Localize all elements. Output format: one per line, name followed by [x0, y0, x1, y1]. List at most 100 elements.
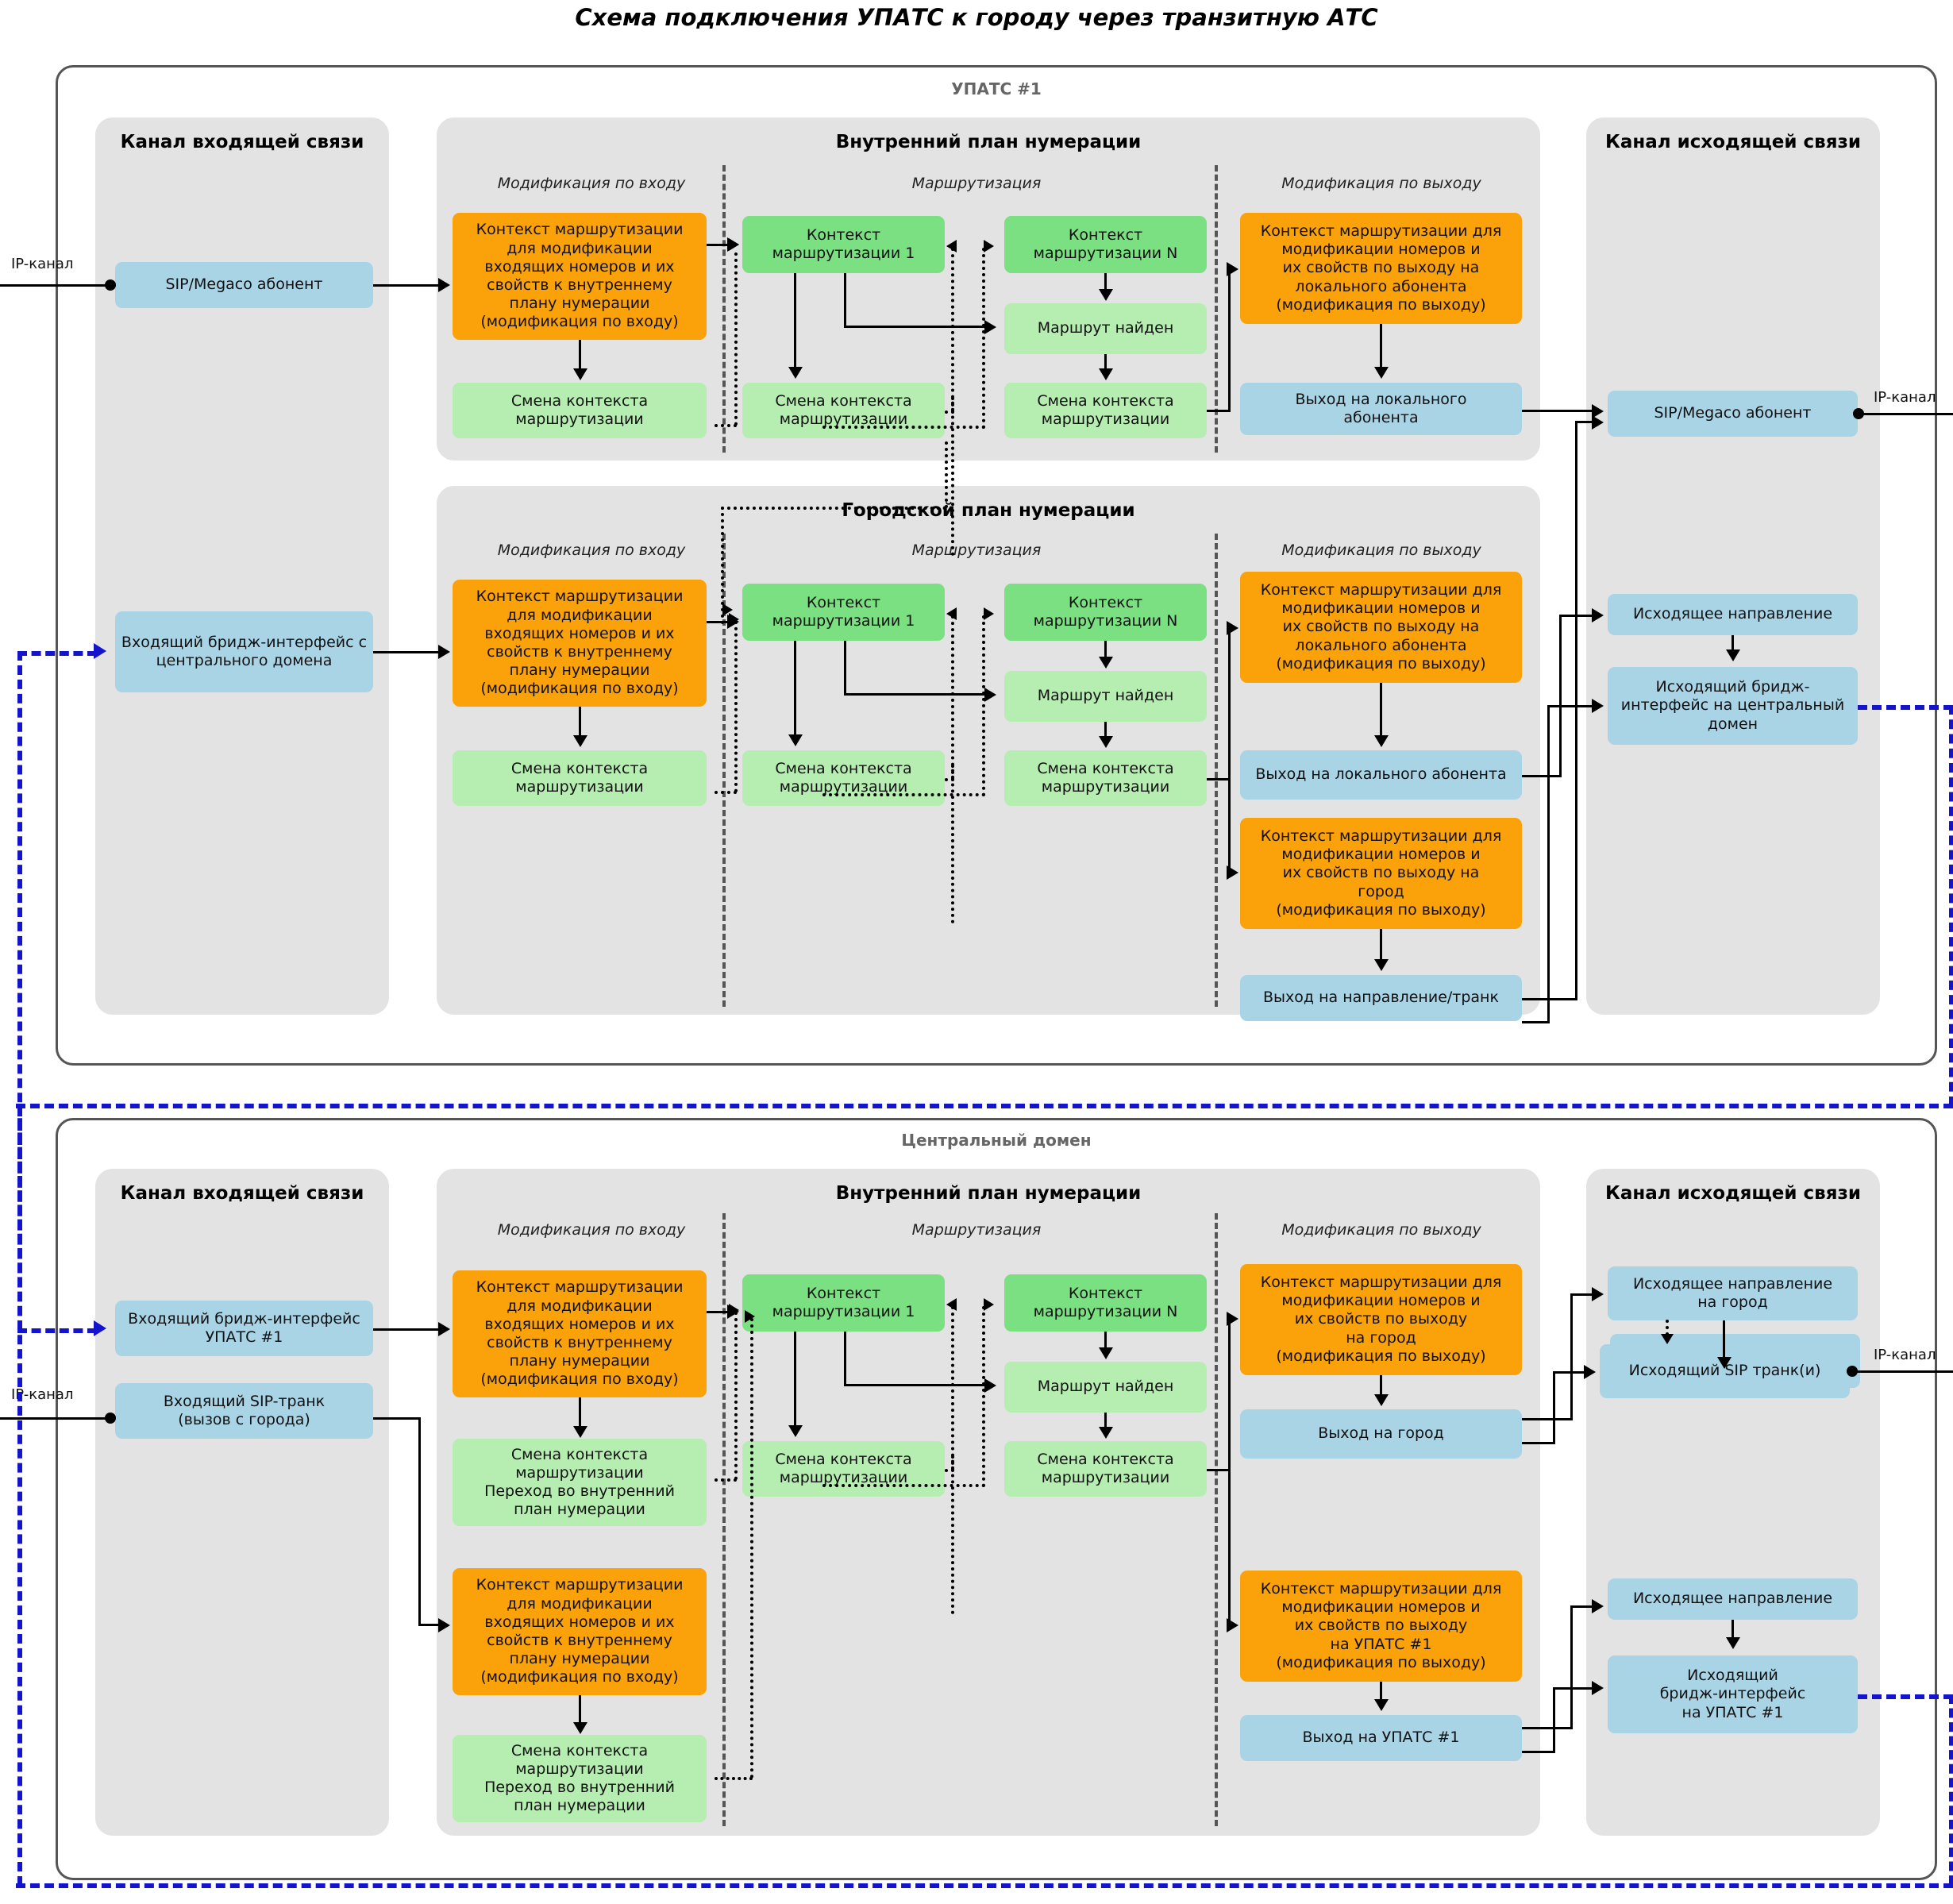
dotted-outdircity-to-siptrunk-c1 — [1666, 1320, 1669, 1335]
divider-routing-modout-p2 — [1215, 534, 1218, 1007]
line-ip-in-top — [0, 284, 111, 287]
ip-label-out-bottom: IP-канал — [1874, 1347, 1936, 1363]
line-exittrunk-p2-v — [1575, 421, 1577, 1000]
node-ctx-mod-out-upats1-c1[interactable]: Контекст маршрутизации для модификации н… — [1240, 1571, 1522, 1682]
line-smenan-to-modout-h-p1 — [1207, 410, 1231, 412]
node-ctx-mod-in-b-c1[interactable]: Контекст маршрутизации для модификации в… — [453, 1568, 707, 1695]
node-ctx-n-p2[interactable]: Контекст маршрутизации N — [1004, 584, 1207, 641]
arrow-exitcity-to-outdircity-c1 — [1592, 1287, 1604, 1301]
node-ctx-mod-out-city-c1[interactable]: Контекст маршрутизации для модификации н… — [1240, 1264, 1522, 1375]
line-smenan-to-modoutcity-v-p2 — [1228, 778, 1231, 872]
dotted-smena1-right2-p2 — [822, 793, 985, 796]
domain-title-central: Центральный домен — [901, 1131, 1092, 1150]
dotted-smena1-up-p2 — [951, 765, 954, 923]
arrow-dotted-to-ctx1-p2 — [946, 607, 957, 620]
line-ctx1-to-routefound-v-p1 — [844, 273, 846, 326]
line-outdir-to-bridge-c1 — [1732, 1620, 1734, 1639]
line-exitupats-h3-c1 — [1522, 1751, 1555, 1753]
node-outgoing-direction-upats1[interactable]: Исходящее направление — [1608, 594, 1858, 635]
node-ctx-change-routingn-c1[interactable]: Смена контекста маршрутизации — [1004, 1441, 1207, 1497]
node-ctx-mod-in-p1[interactable]: Контекст маршрутизации для модификации в… — [453, 213, 707, 340]
node-ctx-mod-out-local-p2[interactable]: Контекст маршрутизации для модификации н… — [1240, 572, 1522, 683]
line-exitupats-v2-c1 — [1553, 1687, 1555, 1753]
line-routefound-down-p1 — [1104, 354, 1107, 370]
dotted-smena1-up-p1 — [951, 397, 954, 556]
node-ctx-mod-out-city-p2[interactable]: Контекст маршрутизации для модификации н… — [1240, 818, 1522, 929]
line-ip-in-bottom — [0, 1417, 111, 1420]
node-outgoing-bridge-upats1[interactable]: Исходящий бридж-интерфейс на УПАТС #1 — [1608, 1655, 1858, 1733]
node-outgoing-bridge-central[interactable]: Исходящий бридж-интерфейс на центральный… — [1608, 667, 1858, 745]
arrow-outdircity-to-siptrunk-c1 — [1717, 1357, 1732, 1369]
panel-title-incoming-upats1: Канал входящей связи — [120, 132, 364, 152]
node-ctx-change-routing1-p2[interactable]: Смена контекста маршрутизации — [742, 750, 945, 806]
arrow-dotted-to-ctx1-c1 — [946, 1298, 957, 1311]
node-ctx-1-p1[interactable]: Контекст маршрутизации 1 — [742, 216, 945, 273]
panel-title-plan-internal-upats1: Внутренний план нумерации — [835, 132, 1142, 152]
line-smenan-to-modout-v-c1 — [1228, 1318, 1231, 1470]
node-ctx-n-p1[interactable]: Контекст маршрутизации N — [1004, 216, 1207, 273]
arrow-routefound-down-p2 — [1099, 736, 1113, 748]
arrow-insip-to-ctxb-c1 — [438, 1618, 450, 1632]
node-ctx-change-modin-p2[interactable]: Смена контекста маршрутизации — [453, 750, 707, 806]
arrow-ctx1-to-routefound-p1 — [984, 320, 996, 334]
node-exit-local-sub-p1[interactable]: Выход на локального абонента — [1240, 383, 1522, 435]
node-exit-city-c1[interactable]: Выход на город — [1240, 1409, 1522, 1459]
line-exitcity-h4-c1 — [1553, 1371, 1586, 1374]
bridge-link-left2-v — [17, 651, 22, 1886]
line-exittrunk-to-bridge-h — [1522, 1021, 1550, 1023]
node-ctx-mod-out-local-p1[interactable]: Контекст маршрутизации для модификации н… — [1240, 213, 1522, 324]
dotted-modin-p2-v — [734, 621, 738, 792]
line-smenan-to-modout-v2-c1 — [1228, 1469, 1231, 1626]
node-exit-local-sub-p2[interactable]: Выход на локального абонента — [1240, 750, 1522, 800]
arrow-dotted-modin-p2 — [729, 613, 739, 626]
panel-incoming-upats1: Канал входящей связи — [95, 118, 389, 1015]
line-routefound-down-p2 — [1104, 722, 1107, 738]
node-route-found-p2[interactable]: Маршрут найден — [1004, 671, 1207, 722]
line-ctx1-to-routefound-h-p1 — [844, 326, 987, 328]
arrow-exitlocal-to-outdir-p2 — [1592, 608, 1604, 622]
node-incoming-sip-trunk[interactable]: Входящий SIP-транк (вызов с города) — [115, 1383, 373, 1439]
node-ctx-change-routing1-c1[interactable]: Смена контекста маршрутизации — [742, 1441, 945, 1497]
line-insip-to-ctxb-h2-c1 — [418, 1624, 441, 1626]
node-ctx-change-switch-a-c1[interactable]: Смена контекста маршрутизации Переход во… — [453, 1439, 707, 1526]
node-route-found-c1[interactable]: Маршрут найден — [1004, 1362, 1207, 1413]
node-ctx-mod-in-a-c1[interactable]: Контекст маршрутизации для модификации в… — [453, 1270, 707, 1397]
node-ctx-change-routingn-p1[interactable]: Смена контекста маршрутизации — [1004, 383, 1207, 438]
node-ctx-n-c1[interactable]: Контекст маршрутизации N — [1004, 1274, 1207, 1332]
node-ctx-mod-in-p2[interactable]: Контекст маршрутизации для модификации в… — [453, 580, 707, 707]
node-exit-direction-trunk-p2[interactable]: Выход на направление/транк — [1240, 975, 1522, 1021]
node-incoming-bridge-upats1[interactable]: Входящий бридж-интерфейс УПАТС #1 — [115, 1301, 373, 1356]
arrow-ctx1-to-routefound-p2 — [984, 688, 996, 702]
node-sip-megaco-out[interactable]: SIP/Megaco абонент — [1608, 391, 1858, 437]
node-route-found-p1[interactable]: Маршрут найден — [1004, 303, 1207, 354]
arrow-smenan-to-modout-city-p2 — [1227, 865, 1238, 880]
line-exitcity-v2-c1 — [1553, 1371, 1555, 1444]
node-exit-upats1-c1[interactable]: Выход на УПАТС #1 — [1240, 1715, 1522, 1761]
bridge-link-bottom-h — [16, 1104, 1953, 1108]
ip-label-in-top: IP-канал — [11, 256, 74, 272]
panel-title-outgoing-upats1: Канал исходящей связи — [1605, 132, 1861, 152]
node-ctx-change-routingn-p2[interactable]: Смена контекста маршрутизации — [1004, 750, 1207, 806]
node-sip-megaco-in[interactable]: SIP/Megaco абонент — [115, 262, 373, 308]
node-ctx-1-c1[interactable]: Контекст маршрутизации 1 — [742, 1274, 945, 1332]
node-outgoing-direction-city[interactable]: Исходящее направление на город — [1608, 1266, 1858, 1320]
node-ctx-1-p2[interactable]: Контекст маршрутизации 1 — [742, 584, 945, 641]
node-incoming-bridge-central[interactable]: Входящий бридж-интерфейс с центрального … — [115, 611, 373, 692]
node-ctx-change-modin-p1[interactable]: Смена контекста маршрутизации — [453, 383, 707, 438]
arrow-modout-local-to-exit-p2 — [1374, 735, 1389, 747]
arrow-routefound-down-p1 — [1099, 368, 1113, 380]
arrow-smenan-to-modout-upats-c1 — [1227, 1618, 1238, 1632]
dotted-loop-ctxn-c1 — [982, 1306, 985, 1487]
dotted-loop-ctx1-p1 — [951, 248, 954, 411]
arrow-exitcity-to-siptrunk-c1 — [1584, 1365, 1596, 1379]
arrow-modoutcity-to-exit-c1 — [1374, 1394, 1389, 1406]
arrow-smenan-to-modout-city-c1 — [1227, 1312, 1238, 1326]
node-ctx-change-routing1-p1[interactable]: Смена контекста маршрутизации — [742, 383, 945, 438]
node-ctx-change-switch-b-c1[interactable]: Смена контекста маршрутизации Переход во… — [453, 1735, 707, 1822]
node-outgoing-direction-central[interactable]: Исходящее направление — [1608, 1578, 1858, 1620]
line-insip-to-ctxb-h-c1 — [373, 1417, 421, 1420]
line-smenan-to-modout-h-p2 — [1207, 778, 1231, 780]
arrow-dotted-to-ctxn-p2 — [984, 607, 994, 620]
bridge-link-central-right-v — [1949, 1694, 1953, 1885]
page-title: Схема подключения УПАТС к городу через т… — [575, 4, 1378, 31]
